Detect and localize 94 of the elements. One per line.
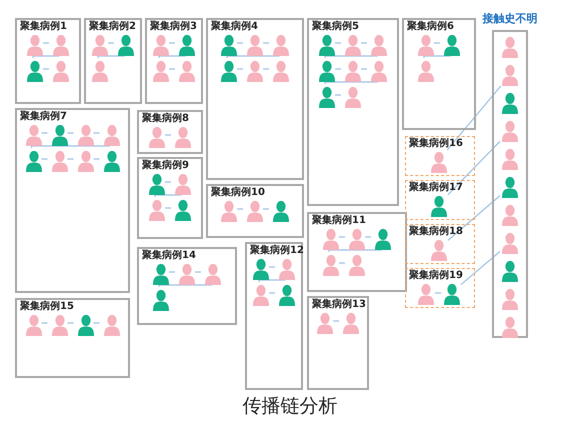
link-line — [158, 283, 212, 287]
link-line — [165, 134, 171, 136]
link-line — [446, 86, 502, 150]
cluster-heading: 聚集病例7 — [20, 111, 67, 123]
cluster-box — [84, 18, 142, 104]
link-line — [43, 68, 49, 70]
cluster-heading: 聚集病例9 — [142, 160, 189, 172]
cluster-heading: 聚集病例3 — [150, 21, 197, 33]
column-heading: 接触史不明 — [481, 12, 538, 26]
cluster-heading: 聚集病例10 — [211, 187, 265, 199]
cluster-box — [405, 224, 475, 264]
link-line — [263, 68, 269, 70]
link-line — [269, 292, 275, 294]
link-line — [434, 42, 440, 44]
link-line — [365, 236, 371, 238]
link-line — [97, 54, 125, 58]
link-line — [269, 266, 275, 268]
link-line — [165, 181, 171, 183]
link-line — [460, 251, 500, 285]
link-line — [154, 193, 182, 197]
cluster-heading: 聚集病例16 — [409, 138, 463, 150]
link-line — [169, 68, 175, 70]
link-line — [435, 292, 441, 294]
link-line — [335, 68, 341, 70]
cluster-box — [137, 157, 203, 239]
link-line — [258, 278, 286, 282]
cluster-heading: 聚集病例15 — [20, 301, 74, 313]
link-line — [361, 68, 367, 70]
cluster-box — [206, 184, 304, 238]
cluster-box — [307, 212, 407, 292]
cluster-heading: 聚集病例2 — [89, 21, 136, 33]
link-line — [94, 132, 100, 134]
cluster-box — [145, 18, 203, 104]
link-line — [43, 42, 49, 44]
link-line — [263, 208, 269, 210]
link-line — [263, 42, 269, 44]
diagram-title: 传播链分析 — [242, 395, 338, 417]
link-line — [165, 207, 171, 209]
cluster-heading: 聚集病例17 — [409, 182, 463, 194]
link-line — [68, 322, 74, 324]
link-line — [448, 195, 500, 241]
cluster-heading: 聚集病例18 — [409, 226, 463, 238]
link-line — [423, 54, 451, 58]
cluster-heading: 聚集病例13 — [312, 299, 366, 311]
cluster-heading: 聚集病例8 — [142, 113, 189, 125]
link-line — [335, 42, 341, 44]
cluster-box — [405, 268, 475, 308]
link-line — [335, 94, 341, 96]
cluster-box — [15, 298, 130, 378]
link-line — [226, 54, 280, 58]
cluster-heading: 聚集病例14 — [142, 250, 196, 262]
cluster-box — [405, 180, 475, 220]
cluster-box — [245, 242, 303, 390]
cluster-box — [307, 18, 399, 206]
link-line — [169, 42, 175, 44]
cluster-box — [307, 296, 369, 390]
link-line — [169, 271, 175, 273]
link-line — [237, 208, 243, 210]
cluster-box — [206, 18, 304, 180]
cluster-box — [405, 136, 475, 176]
link-line — [32, 54, 60, 58]
cluster-box — [15, 108, 130, 293]
link-line — [42, 322, 48, 324]
link-line — [328, 248, 382, 252]
cluster-heading: 聚集病例1 — [20, 21, 67, 33]
link-line — [324, 54, 378, 58]
cluster-heading: 聚集病例19 — [409, 270, 463, 282]
link-line — [237, 68, 243, 70]
cluster-heading: 聚集病例12 — [250, 245, 304, 257]
link-line — [42, 158, 48, 160]
link-line — [42, 132, 48, 134]
cluster-box — [137, 110, 203, 154]
link-line — [339, 262, 345, 264]
cluster-heading: 聚集病例6 — [407, 21, 454, 33]
link-line — [30, 144, 110, 148]
link-line — [237, 42, 243, 44]
link-line — [361, 42, 367, 44]
link-line — [68, 158, 74, 160]
link-line — [333, 320, 339, 322]
link-line — [339, 236, 345, 238]
link-line — [94, 158, 100, 160]
link-line — [68, 132, 74, 134]
link-line — [324, 80, 378, 84]
cluster-box — [402, 18, 476, 130]
cluster-box — [137, 247, 237, 325]
cluster-heading: 聚集病例4 — [211, 21, 258, 33]
link-line — [94, 322, 100, 324]
cluster-heading: 聚集病例5 — [312, 21, 359, 33]
link-line — [108, 42, 114, 44]
cluster-box — [15, 18, 81, 104]
link-line — [195, 271, 201, 273]
cluster-heading: 聚集病例11 — [312, 215, 366, 227]
link-line — [448, 140, 500, 196]
link-line — [158, 54, 186, 58]
